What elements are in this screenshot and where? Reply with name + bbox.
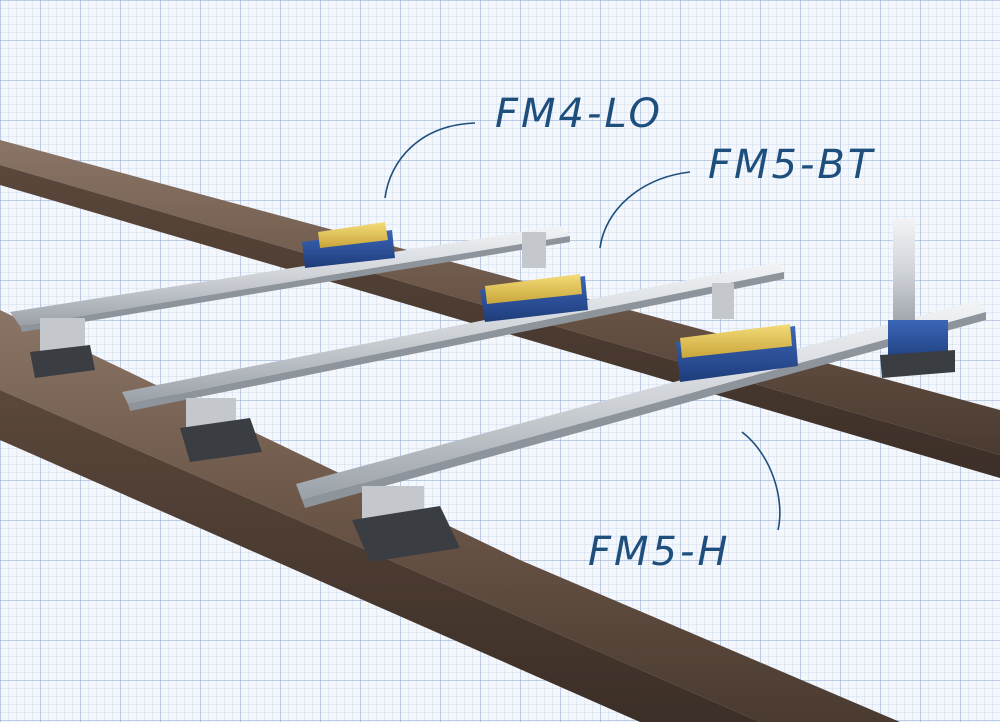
fm5h-callout-line xyxy=(741,431,781,531)
fm4-callout-line xyxy=(384,122,476,199)
gauge-beam-fm5bt xyxy=(122,262,784,462)
gauge-beam-fm4 xyxy=(10,222,570,378)
label-fm5-bt: FM5-BT xyxy=(708,142,876,188)
fm4-device xyxy=(302,222,395,268)
fm5bt-callout-line xyxy=(599,171,691,249)
fm5h-device xyxy=(676,324,798,382)
fm5bt-device xyxy=(480,274,588,322)
label-fm4-lo: FM4-LO xyxy=(495,91,663,137)
vertical-post xyxy=(880,218,955,378)
gauge-beam-fm5h xyxy=(296,218,986,562)
label-fm5-h: FM5-H xyxy=(588,529,730,575)
